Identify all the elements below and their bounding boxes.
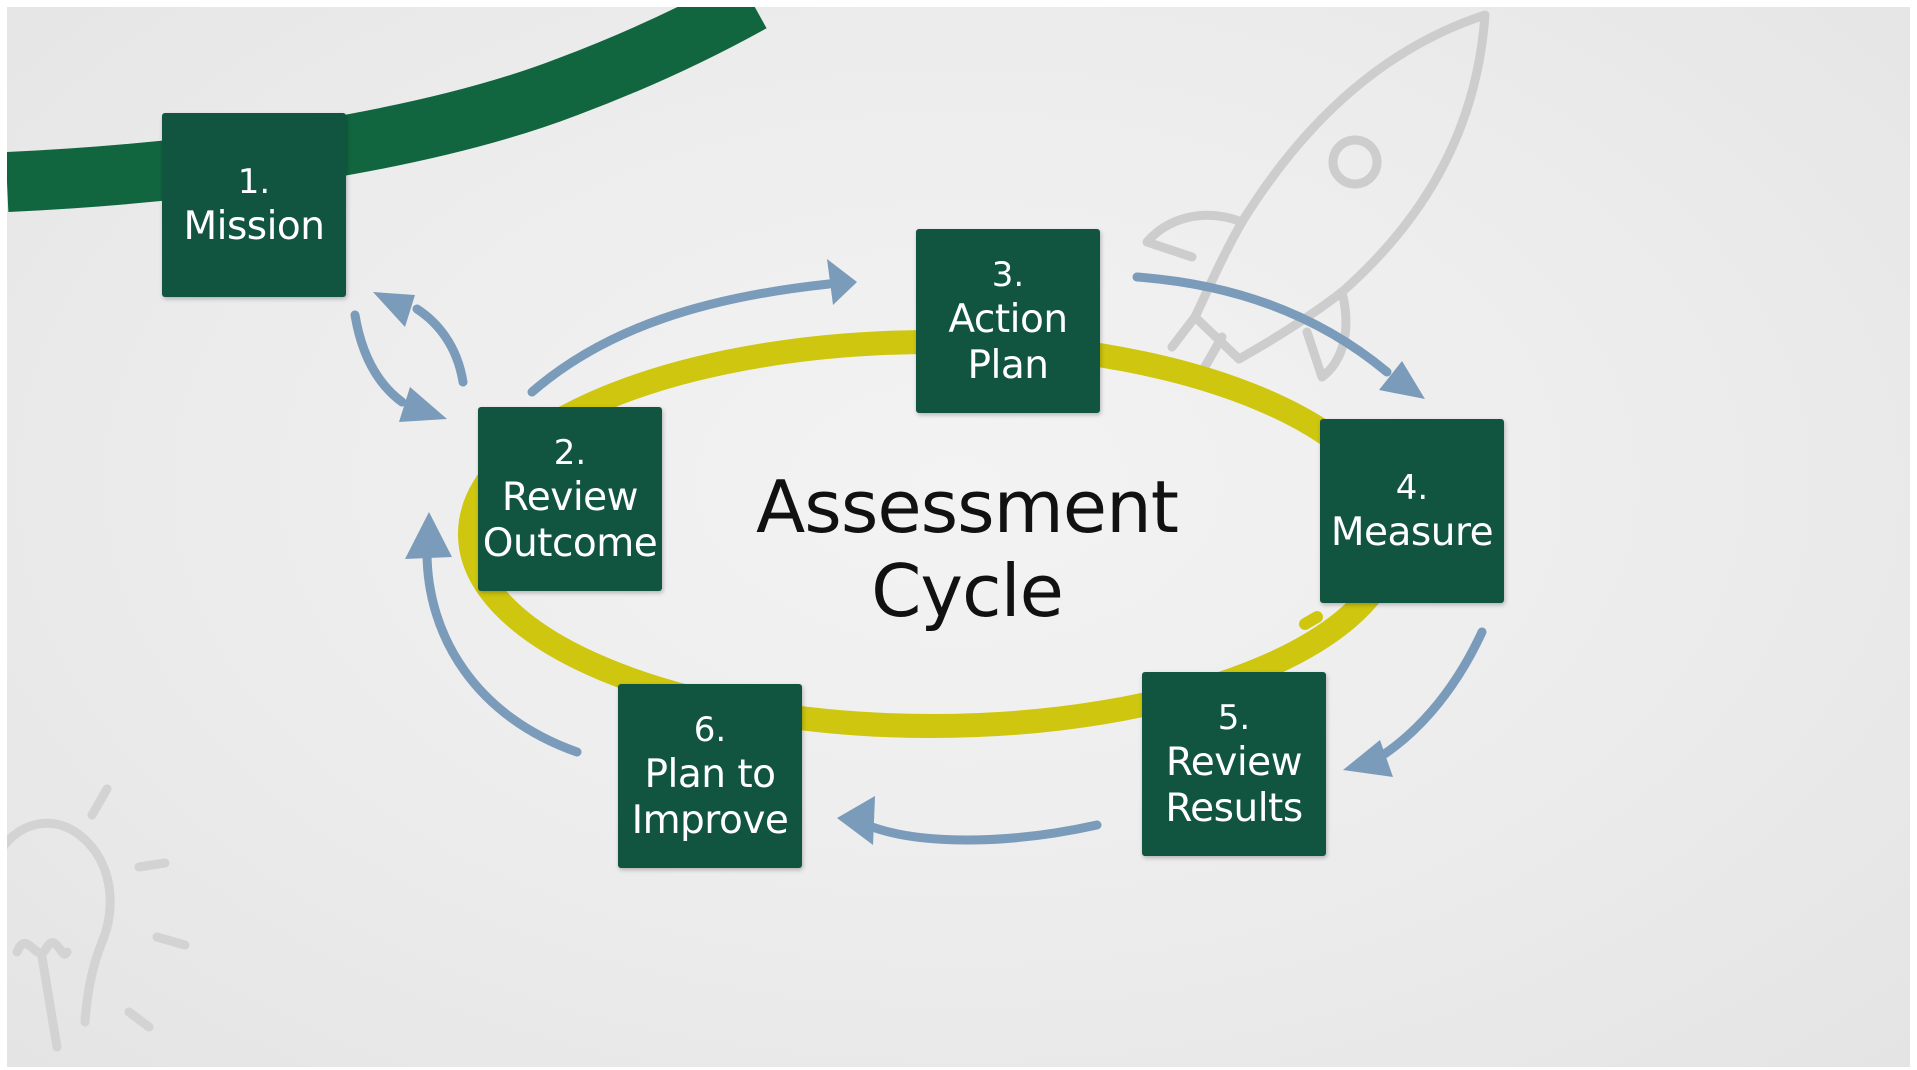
step-number: 5. [1217, 698, 1251, 738]
step-label: Mission [183, 204, 325, 249]
arrow-head-action-plan [827, 259, 857, 305]
step-box-review-results: 5. Review Results [1142, 672, 1326, 856]
arrow-mission-to-review-outcome [350, 310, 407, 407]
arrow-review-to-action-plan [527, 279, 834, 397]
step-box-plan-to-improve: 6. Plan to Improve [618, 684, 802, 868]
arrow-measure-to-review-results [1372, 627, 1487, 764]
background-sketches [7, 10, 1490, 1052]
step-number: 1. [237, 162, 271, 202]
arrow-head-review-outcome [405, 512, 452, 559]
step-box-mission: 1. Mission [162, 113, 346, 297]
arrow-head-review-results [1343, 740, 1393, 777]
step-number: 6. [693, 710, 727, 750]
rocket-sketch-icon [1142, 10, 1490, 382]
arrow-head-review-outcome-in [399, 387, 447, 422]
step-box-measure: 4. Measure [1320, 419, 1504, 603]
title-line-2: Cycle [871, 549, 1064, 633]
arrow-plan-to-review-outcome [422, 547, 582, 757]
cycle-arrows [350, 259, 1487, 845]
step-number: 4. [1395, 468, 1429, 508]
step-label: Plan to Improve [631, 752, 789, 843]
lightbulb-sketch-icon [7, 784, 190, 1052]
step-label: Review Results [1165, 740, 1303, 831]
diagram-title: Assessment Cycle [677, 465, 1257, 633]
step-number: 3. [991, 255, 1025, 295]
title-line-1: Assessment [756, 465, 1179, 549]
step-box-action-plan: 3. Action Plan [916, 229, 1100, 413]
step-label: Measure [1330, 510, 1494, 555]
arrow-review-outcome-to-mission [412, 304, 468, 387]
arrow-action-plan-to-measure [1132, 272, 1392, 377]
arrow-head-plan-to-improve [837, 796, 875, 845]
step-number: 2. [553, 433, 587, 473]
step-label: Action Plan [948, 297, 1068, 388]
arrow-head-mission-in [373, 292, 415, 327]
slide-canvas: 1. Mission 2. Review Outcome 3. Action P… [7, 7, 1910, 1067]
step-label: Review Outcome [482, 475, 658, 566]
step-box-review-outcome: 2. Review Outcome [478, 407, 662, 591]
mission-band [7, 7, 767, 212]
arrow-head-measure [1379, 361, 1425, 399]
arrow-review-results-to-plan [862, 820, 1102, 845]
